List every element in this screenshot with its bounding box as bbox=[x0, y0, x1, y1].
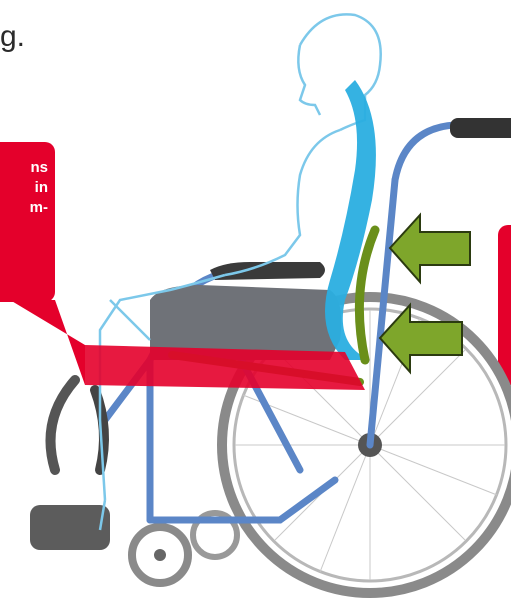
spine-highlight bbox=[325, 80, 376, 360]
push-handle bbox=[450, 118, 511, 138]
support-arrow-upper bbox=[390, 215, 470, 282]
seat-wedge-highlight bbox=[85, 345, 365, 390]
left-callout-pointer bbox=[10, 300, 85, 385]
footrest bbox=[30, 380, 110, 550]
armrest bbox=[210, 262, 325, 280]
